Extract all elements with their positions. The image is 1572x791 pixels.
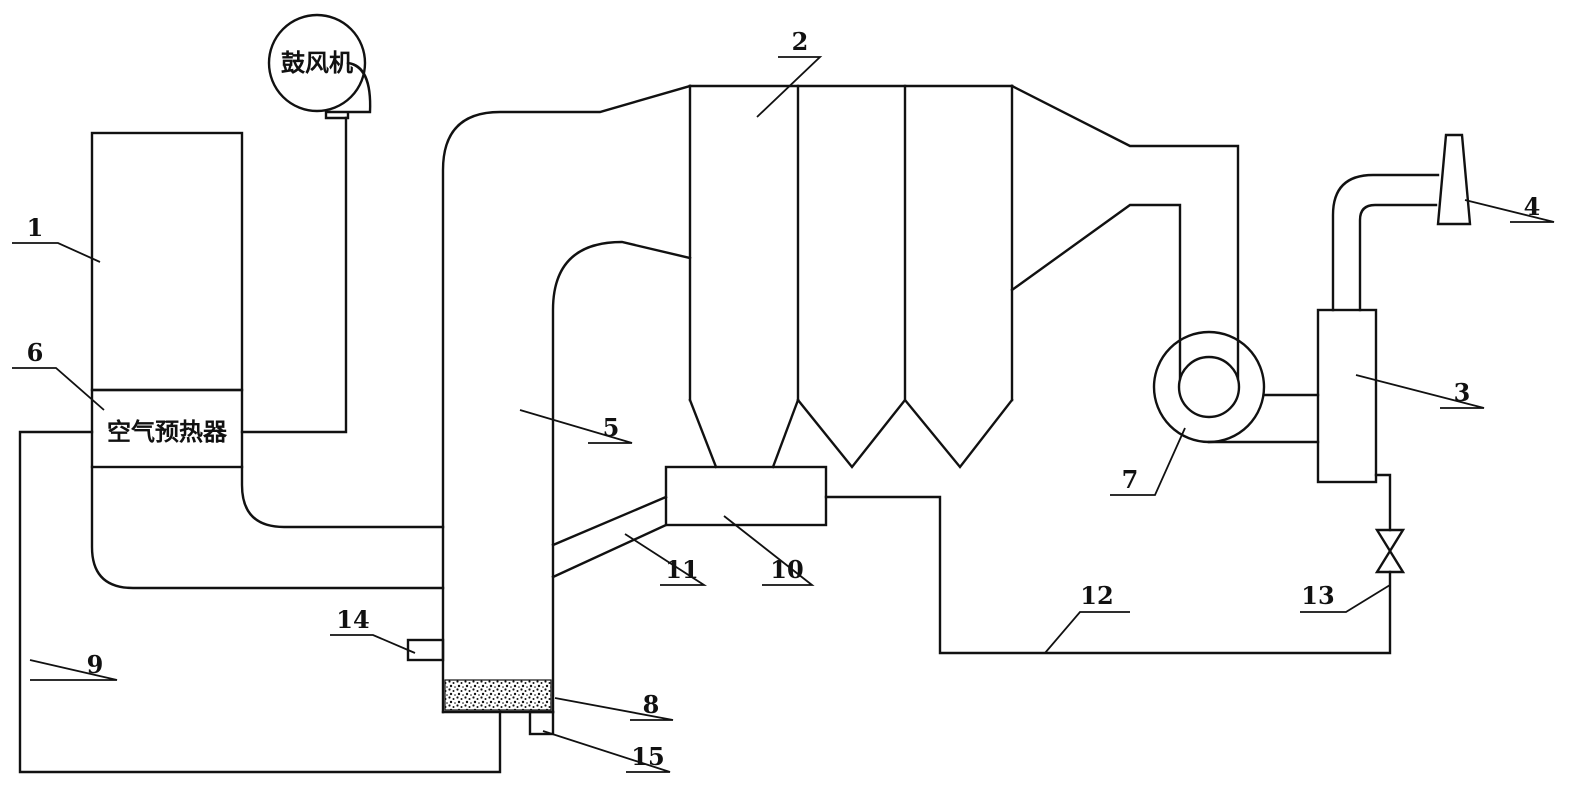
callout-10: 10 bbox=[770, 555, 803, 584]
callout-11: 11 bbox=[665, 555, 698, 584]
hot-air-duct-upper bbox=[240, 465, 445, 529]
precipitator-outlet-duct bbox=[1010, 84, 1240, 380]
callout-6: 6 bbox=[27, 338, 44, 367]
callout-14: 14 bbox=[336, 605, 369, 634]
air-preheater-label: 空气预热器 bbox=[107, 418, 228, 446]
callout-9: 9 bbox=[87, 650, 104, 679]
callout-12: 12 bbox=[1080, 581, 1113, 610]
stack-duct-inner bbox=[1358, 203, 1438, 312]
callout-15: 15 bbox=[631, 742, 664, 771]
callout-5: 5 bbox=[603, 413, 620, 442]
callout-4: 4 bbox=[1524, 192, 1541, 221]
callout-3: 3 bbox=[1454, 378, 1471, 407]
return-duct-11-upper bbox=[551, 495, 668, 547]
precipitator bbox=[688, 84, 1014, 469]
blower: 鼓风机 bbox=[267, 13, 372, 120]
inlet-port-14 bbox=[406, 638, 445, 662]
stack-duct-outer bbox=[1331, 173, 1440, 312]
flue-column-outer bbox=[441, 84, 692, 714]
callout-13: 13 bbox=[1301, 581, 1334, 610]
blower-label: 鼓风机 bbox=[281, 49, 353, 77]
ash-hopper-10 bbox=[664, 465, 828, 527]
callout-1: 1 bbox=[27, 213, 44, 242]
fan bbox=[1152, 330, 1266, 444]
callout-8: 8 bbox=[643, 690, 660, 719]
hot-air-duct-lower bbox=[90, 465, 445, 590]
valve-13 bbox=[1374, 528, 1406, 574]
callout-7: 7 bbox=[1122, 465, 1139, 494]
blower-air-duct bbox=[240, 116, 348, 434]
scrubber-drain bbox=[1374, 473, 1392, 532]
callout-leaders bbox=[12, 56, 1555, 773]
outlet-port-15 bbox=[528, 710, 555, 736]
water-line-12 bbox=[824, 495, 1392, 655]
return-duct-11-lower bbox=[551, 523, 668, 579]
chimney bbox=[1436, 133, 1472, 226]
callout-labels: 1 2 3 4 5 6 7 8 9 10 11 12 13 14 15 bbox=[27, 27, 1541, 771]
scrubber bbox=[1316, 308, 1378, 484]
return-line-9 bbox=[18, 430, 502, 774]
callout-2: 2 bbox=[792, 27, 809, 56]
precipitator-outlet-duct-inner bbox=[1010, 203, 1182, 380]
flue-column-inner bbox=[551, 240, 692, 714]
boiler-unit bbox=[90, 131, 244, 469]
bed-material bbox=[444, 679, 552, 711]
